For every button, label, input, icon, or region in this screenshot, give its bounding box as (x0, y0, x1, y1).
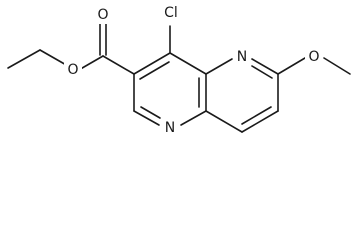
bond-c8a-n1 (180, 110, 207, 126)
structure-diagram: O O Cl N N O (7, 4, 351, 137)
ester-oxygen-label: O (67, 62, 78, 78)
bond-c3-c4 (133, 52, 171, 75)
bond-c3-c4-inner (139, 61, 170, 80)
bond-c8-c8a (205, 110, 243, 133)
bond-c4a-n5 (205, 58, 233, 75)
bond-ch3-ch2 (7, 49, 41, 69)
bond-c7-c8 (241, 110, 279, 133)
methoxy-oxygen-label: O (308, 49, 319, 65)
bond-c4-c4a (169, 52, 207, 75)
ring-nitrogen-bottom-label: N (165, 120, 175, 136)
bond-c7-c8-inner (241, 106, 272, 125)
bond-c6-o (277, 57, 306, 75)
bond-ch2-o (39, 49, 69, 67)
chlorine-label: Cl (164, 5, 178, 21)
bond-n1-c2-inner (140, 106, 161, 119)
ring-nitrogen-top-label: N (237, 49, 247, 65)
bond-n5-c6-inner (251, 65, 273, 79)
bond-carbonyl-ring (102, 55, 135, 75)
bond-n1-c2 (133, 110, 160, 126)
bond-n5-c6 (251, 58, 279, 75)
bond-o-ch3 (323, 57, 351, 75)
carbonyl-oxygen-label: O (97, 7, 108, 23)
